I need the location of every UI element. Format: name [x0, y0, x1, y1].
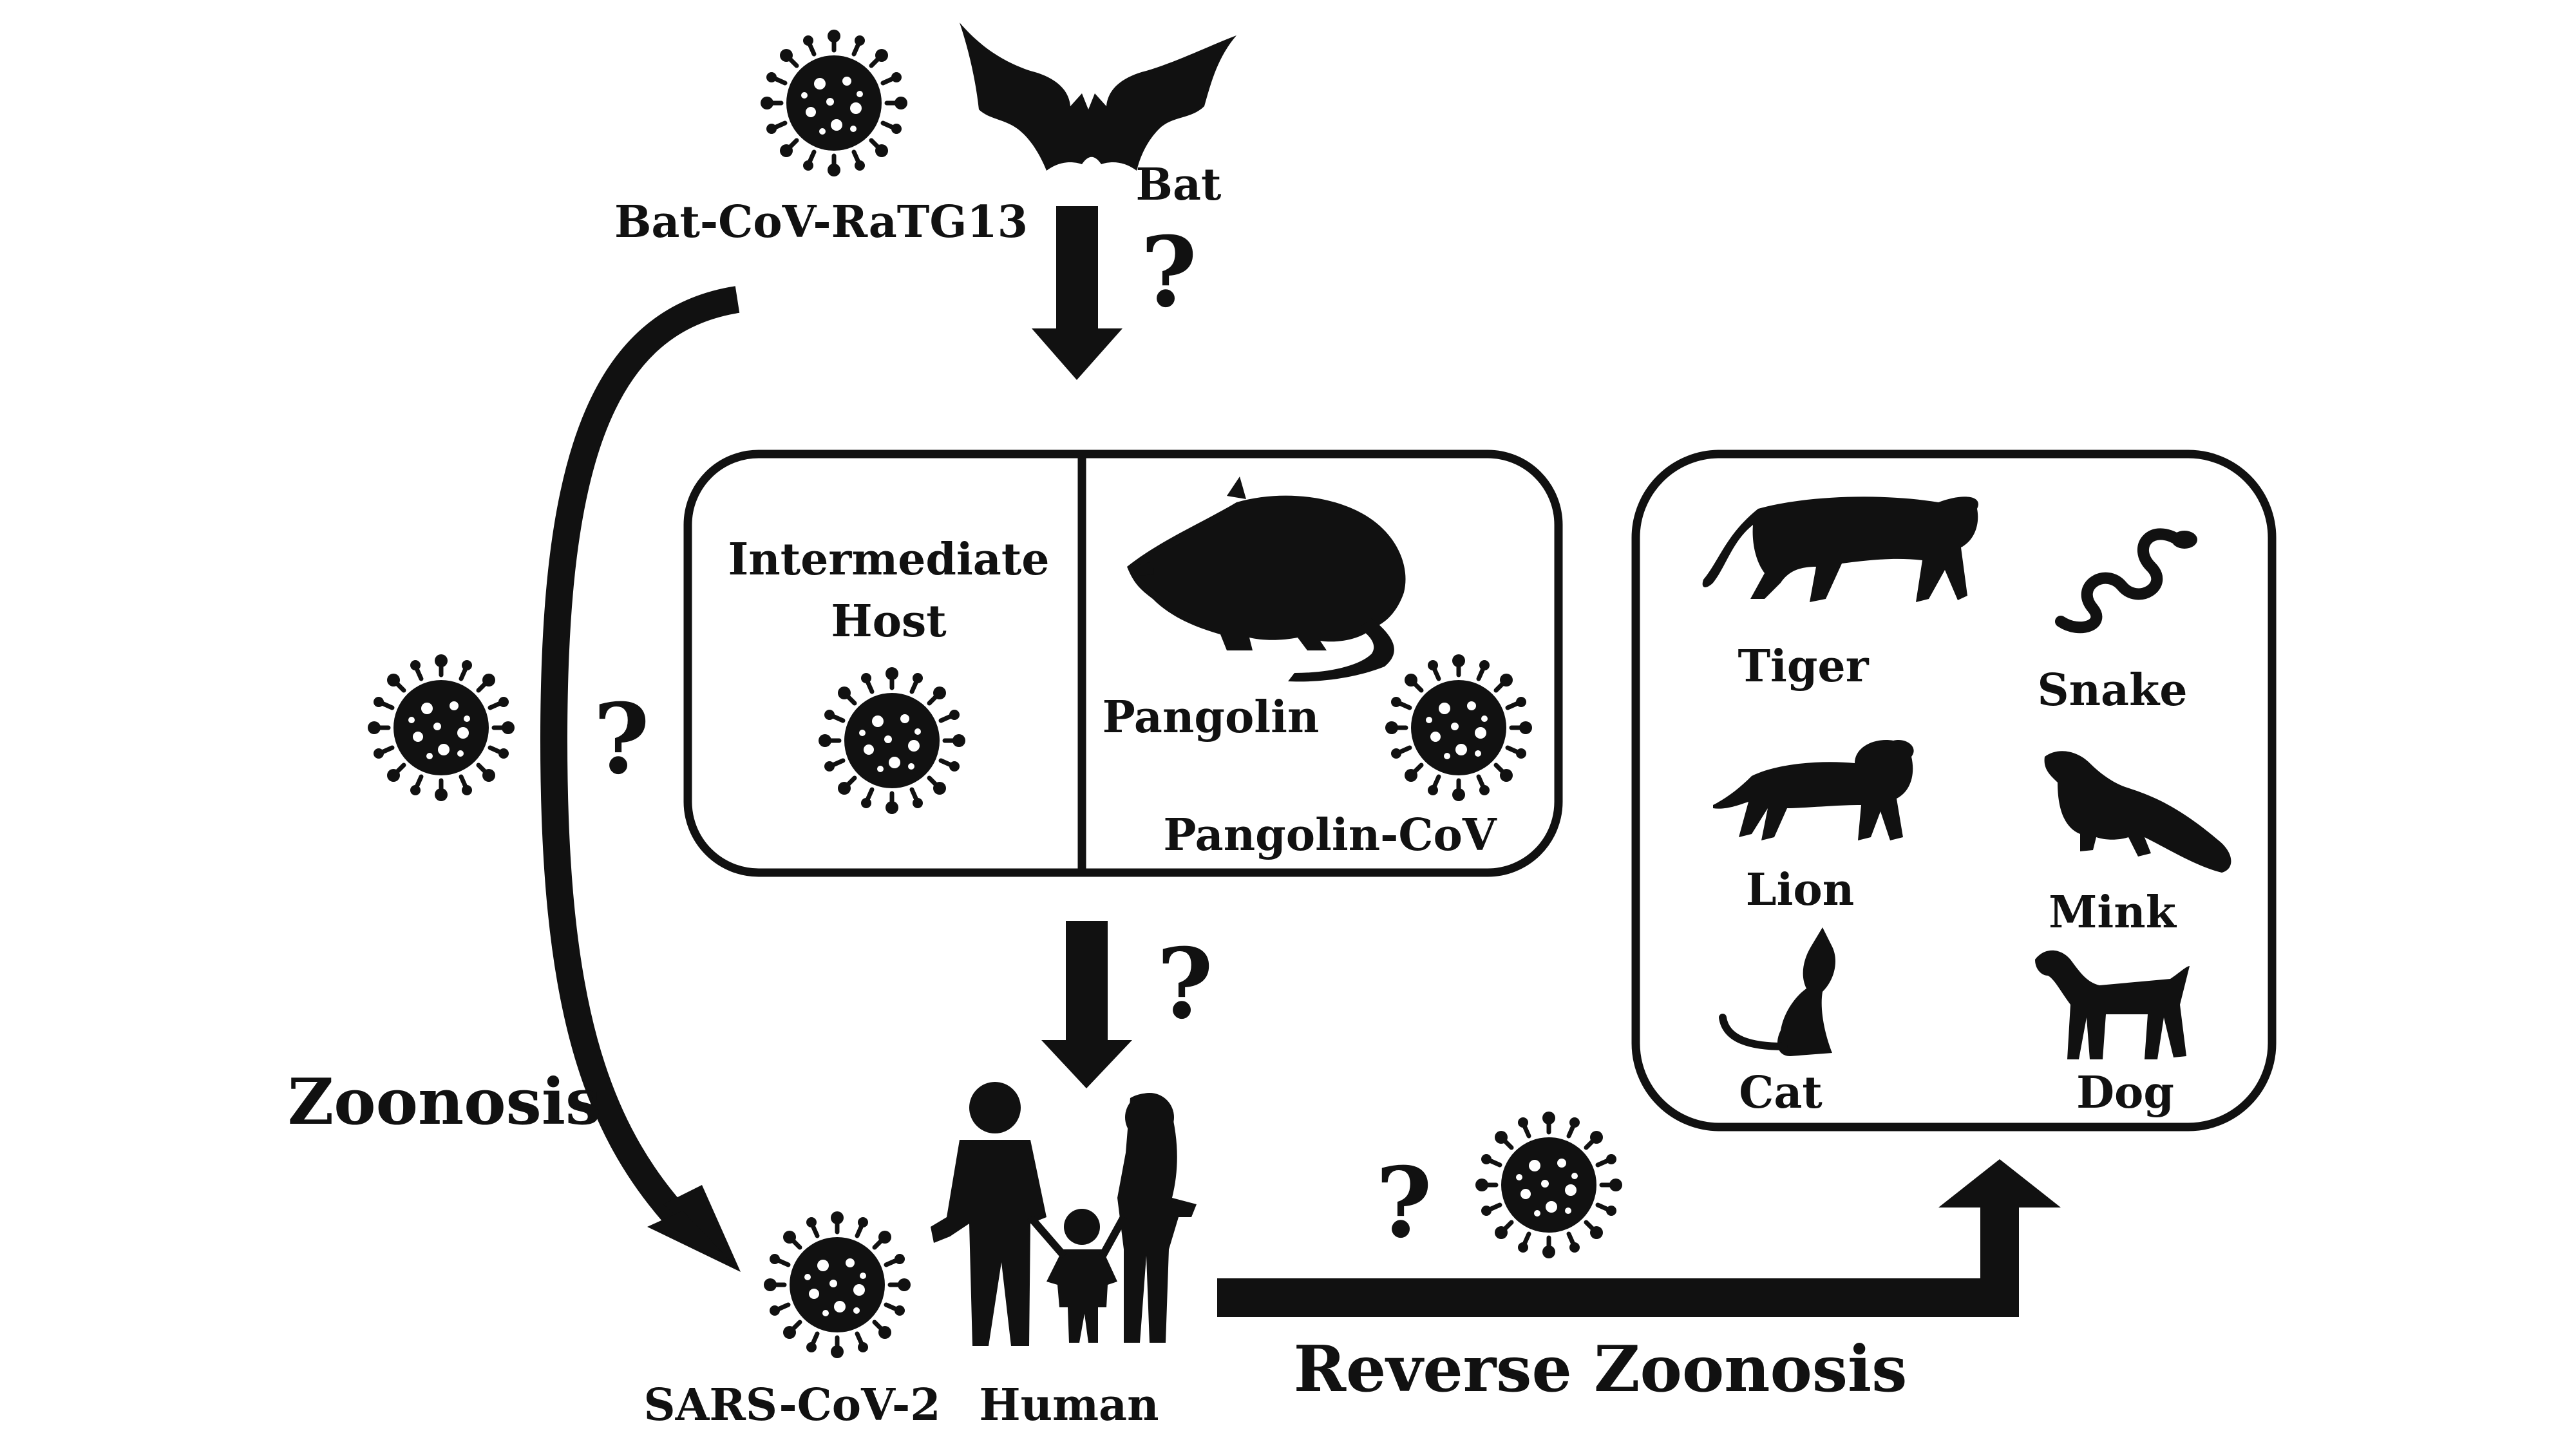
zoonosis-label: Zoonosis — [288, 1065, 601, 1139]
human-label: Human — [979, 1379, 1159, 1431]
virus-icon-left — [368, 654, 515, 801]
bat-label: Bat — [1136, 159, 1222, 211]
reverse-zoonosis-label: Reverse Zoonosis — [1294, 1332, 1908, 1406]
animals-box — [1631, 450, 2277, 1132]
tiger-icon — [1702, 497, 1978, 602]
animal-label-dog: Dog — [2076, 1067, 2174, 1119]
lion-icon — [1713, 740, 1914, 840]
reverse-zoonosis-arrow — [1217, 1159, 2061, 1317]
animal-label-lion: Lion — [1746, 864, 1854, 916]
snake-icon — [2055, 528, 2186, 634]
pangolin-cov-label: Pangolin-CoV — [1163, 810, 1497, 861]
cat-icon — [1777, 927, 1835, 1056]
pangolin-icon — [1127, 477, 1406, 682]
animal-label-mink: Mink — [2049, 887, 2177, 938]
question-mark-bat: ? — [1141, 216, 1197, 329]
virus-icon-reverse — [1475, 1112, 1622, 1258]
mink-icon — [2044, 751, 2231, 873]
intermediate-host-label-2: Host — [831, 596, 947, 647]
bat-icon — [960, 23, 1236, 171]
virus-icon-human — [764, 1211, 911, 1358]
arrow-bat-to-intermediate — [1032, 206, 1122, 380]
human-family-icon — [931, 1082, 1197, 1346]
snake-head — [2172, 531, 2197, 549]
dog-icon — [2035, 950, 2190, 1059]
question-mark-reverse: ? — [1376, 1146, 1432, 1260]
virus-icon-pangolin — [1385, 654, 1532, 801]
question-mark-zoonosis: ? — [593, 683, 650, 796]
bat-cov-label: Bat-CoV-RaTG13 — [614, 196, 1028, 248]
virus-icon-intermediate — [819, 667, 965, 814]
pangolin-label: Pangolin — [1103, 692, 1320, 743]
sars-cov-2-label: SARS-CoV-2 — [643, 1379, 940, 1431]
cat-tail — [1719, 1014, 1788, 1050]
animal-label-cat: Cat — [1739, 1067, 1823, 1119]
animal-label-tiger: Tiger — [1738, 641, 1869, 692]
intermediate-host-label-1: Intermediate — [728, 534, 1049, 585]
question-mark-intermediate: ? — [1157, 927, 1213, 1041]
animal-label-snake: Snake — [2038, 665, 2188, 716]
arrow-intermediate-to-human — [1041, 921, 1132, 1088]
intermediate-host-box — [683, 450, 1563, 877]
zoonosis-arrow — [540, 286, 741, 1272]
virus-icon-bat — [761, 30, 907, 176]
